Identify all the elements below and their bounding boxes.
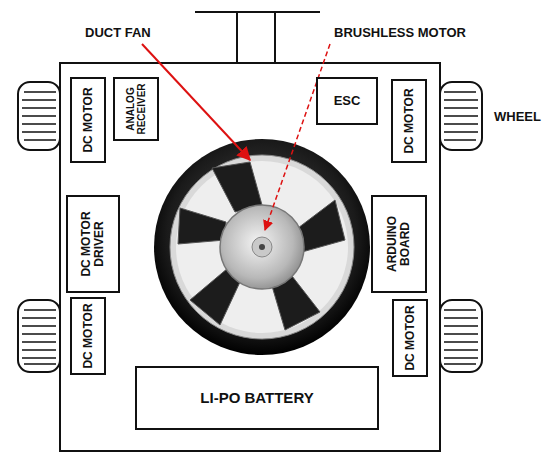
component-box: ESC [316,77,378,125]
component-box: ANALOG RECEIVER [113,77,159,141]
component-label: ESC [320,94,374,108]
component-label: ANALOG RECEIVER [126,81,147,137]
wheel [18,300,60,372]
wheel [440,82,482,150]
component-label: DC MOTOR [404,303,417,373]
part-label: WHEEL [494,109,541,124]
wheel [440,300,482,372]
duct-fan [154,139,370,355]
component-label: DC MOTOR [82,301,95,371]
component-label: DC MOTOR [82,81,95,159]
component-box: LI-PO BATTERY [135,366,379,430]
component-label: DC MOTOR DRIVER [80,199,105,289]
component-label: DC MOTOR [403,83,416,159]
component-label: LI-PO BATTERY [139,390,375,406]
component-box: DC MOTOR [391,79,427,163]
wheel-set [18,82,482,372]
component-box: DC MOTOR [70,77,106,163]
component-box: DC MOTOR [70,297,106,375]
part-label: BRUSHLESS MOTOR [334,25,466,40]
component-box: DC MOTOR [392,299,428,377]
mount-block [237,12,275,64]
part-label: DUCT FAN [85,25,151,40]
chassis-frame [60,63,440,451]
component-label: ARDUINO BOARD [386,199,411,289]
leader-arrow [265,44,330,230]
component-box: ARDUINO BOARD [371,195,427,293]
wheel [18,82,60,150]
component-box: DC MOTOR DRIVER [66,195,120,293]
